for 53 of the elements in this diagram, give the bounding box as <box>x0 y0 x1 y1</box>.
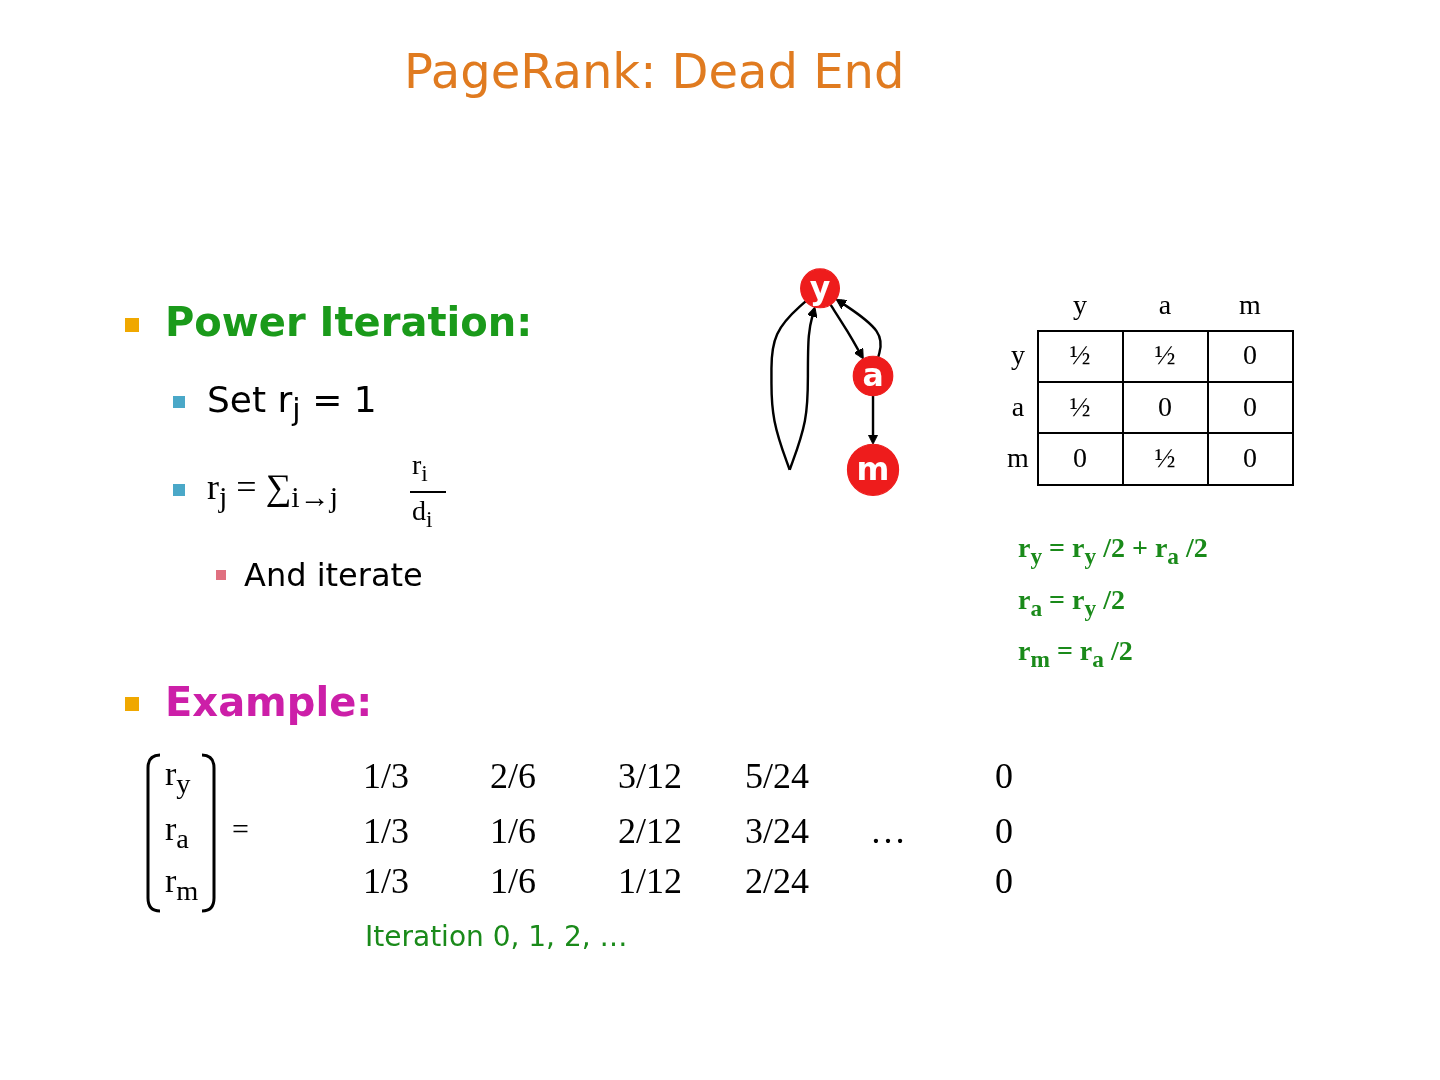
node-circle: m <box>846 443 900 496</box>
value: 1/3 <box>362 862 410 902</box>
heading: Power Iteration: <box>165 300 533 344</box>
value: 0 <box>994 812 1014 852</box>
table-cell-text: 0 <box>1242 392 1258 423</box>
bullet-text: And iterate <box>244 558 423 594</box>
vector-entry: r$_{m}$ <box>165 862 199 906</box>
table-cell-text: 0 <box>1072 443 1088 474</box>
value: 1/3 <box>362 757 410 797</box>
arrow <box>829 304 864 360</box>
row-header: y <box>1010 340 1026 371</box>
arrow <box>867 395 879 445</box>
value: 2/24 <box>744 862 810 902</box>
column-header: m <box>1238 290 1262 321</box>
equation: r$_{y}$ = r$_{y}$ /2 + r$_{a}$ /2 <box>1018 533 1208 570</box>
value: 1/12 <box>617 862 683 902</box>
vector-entry: r$_{y}$ <box>165 755 191 799</box>
value: 2/12 <box>617 812 683 852</box>
table-cell-text: 0 <box>1242 340 1258 371</box>
formula: r$_{j}$ = ∑$_{i→j}$ <box>207 468 338 514</box>
node-circle: a <box>852 355 894 397</box>
value: … <box>869 812 907 852</box>
table-cell-text: ½ <box>1068 340 1092 371</box>
equals-sign: = <box>232 812 249 845</box>
heading: Example: <box>165 680 373 724</box>
row-header: m <box>1006 443 1030 474</box>
value: 1/6 <box>489 862 537 902</box>
row-header: a <box>1010 392 1026 423</box>
value: 1/3 <box>362 812 410 852</box>
table-cell-text: ½ <box>1068 392 1092 423</box>
equation: r$_{m}$ = r$_{a}$ /2 <box>1018 636 1133 673</box>
value: 1/6 <box>489 812 537 852</box>
formula: d$_{i}$ <box>412 496 433 533</box>
table-cell-text: ½ <box>1153 443 1177 474</box>
formula: r$_{i}$ <box>412 450 428 487</box>
equation: r$_{a}$ = r$_{y}$ /2 <box>1018 585 1125 622</box>
node-circle: y <box>800 268 840 309</box>
slide-title: PageRank: Dead End <box>404 45 905 98</box>
value: 0 <box>994 862 1014 902</box>
table-cell-text: 0 <box>1157 392 1173 423</box>
value: 0 <box>994 757 1014 797</box>
table-cell-text: 0 <box>1242 443 1258 474</box>
value: 2/6 <box>489 757 537 797</box>
value: 3/24 <box>744 812 810 852</box>
value: 3/12 <box>617 757 683 797</box>
bullet-text: Set r$_{j}$ = 1 <box>207 380 377 427</box>
caption-text: Iteration 0, 1, 2, … <box>365 922 628 953</box>
column-header: y <box>1072 290 1088 321</box>
value: 5/24 <box>744 757 810 797</box>
arrow <box>835 298 882 358</box>
vector-entry: r$_{a}$ <box>165 810 189 854</box>
table-cell-text: ½ <box>1153 340 1177 371</box>
column-header: a <box>1157 290 1173 321</box>
